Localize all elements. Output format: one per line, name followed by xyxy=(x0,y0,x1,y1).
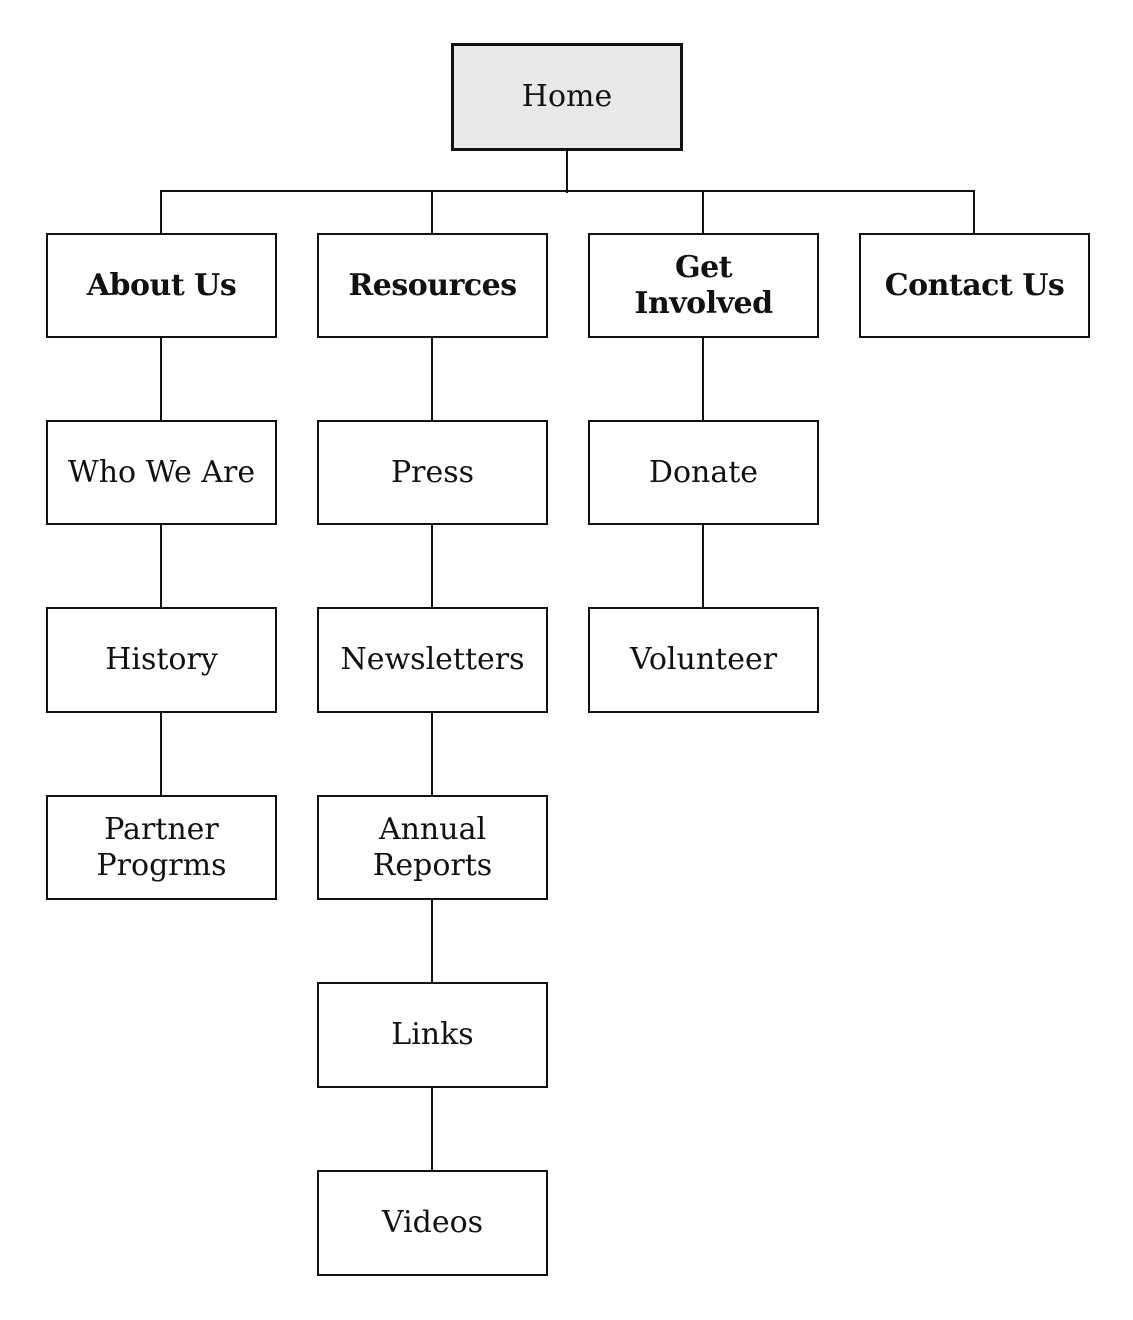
connector-root-down xyxy=(566,149,568,193)
node-links[interactable]: Links xyxy=(317,982,548,1088)
connector-to-get-involved xyxy=(702,190,704,234)
node-contact-us[interactable]: Contact Us xyxy=(859,233,1090,338)
connector-to-contact-us xyxy=(973,190,975,234)
node-donate[interactable]: Donate xyxy=(588,420,819,525)
node-resources-label: Resources xyxy=(348,267,517,303)
node-history-label: History xyxy=(105,642,218,677)
node-who-we-are-label: Who We Are xyxy=(67,454,256,490)
node-get-involved-label: Get Involved xyxy=(634,249,773,321)
node-press-label: Press xyxy=(390,454,475,490)
connector-resources-press xyxy=(431,337,433,422)
connector-press-newsletters xyxy=(431,524,433,609)
node-home-label: Home xyxy=(521,79,613,114)
connector-bus xyxy=(160,190,975,192)
connector-to-resources xyxy=(431,190,433,234)
node-annual-reports-label: Annual Reports xyxy=(372,811,493,883)
connector-get-involved-donate xyxy=(702,337,704,422)
node-partner-programs[interactable]: Partner Progrms xyxy=(46,795,277,900)
node-volunteer-label: Volunteer xyxy=(629,642,778,677)
connector-about-us-who-we-are xyxy=(160,337,162,422)
node-home[interactable]: Home xyxy=(451,43,683,151)
connector-donate-volunteer xyxy=(702,524,704,609)
node-contact-us-label: Contact Us xyxy=(884,267,1065,303)
connector-history-partner-programs xyxy=(160,712,162,797)
node-resources[interactable]: Resources xyxy=(317,233,548,338)
node-annual-reports[interactable]: Annual Reports xyxy=(317,795,548,900)
node-history[interactable]: History xyxy=(46,607,277,713)
node-press[interactable]: Press xyxy=(317,420,548,525)
node-videos[interactable]: Videos xyxy=(317,1170,548,1276)
connector-who-we-are-history xyxy=(160,524,162,609)
connector-annual-reports-links xyxy=(431,899,433,984)
connector-links-videos xyxy=(431,1087,433,1172)
node-newsletters[interactable]: Newsletters xyxy=(317,607,548,713)
node-who-we-are[interactable]: Who We Are xyxy=(46,420,277,525)
node-videos-label: Videos xyxy=(381,1205,484,1240)
node-get-involved[interactable]: Get Involved xyxy=(588,233,819,338)
node-partner-programs-label: Partner Progrms xyxy=(96,811,227,883)
node-donate-label: Donate xyxy=(648,454,759,490)
connector-to-about-us xyxy=(160,190,162,234)
node-newsletters-label: Newsletters xyxy=(340,642,525,677)
node-about-us[interactable]: About Us xyxy=(46,233,277,338)
node-volunteer[interactable]: Volunteer xyxy=(588,607,819,713)
connector-newsletters-annual-reports xyxy=(431,712,433,797)
node-links-label: Links xyxy=(391,1017,474,1052)
node-about-us-label: About Us xyxy=(86,267,237,303)
